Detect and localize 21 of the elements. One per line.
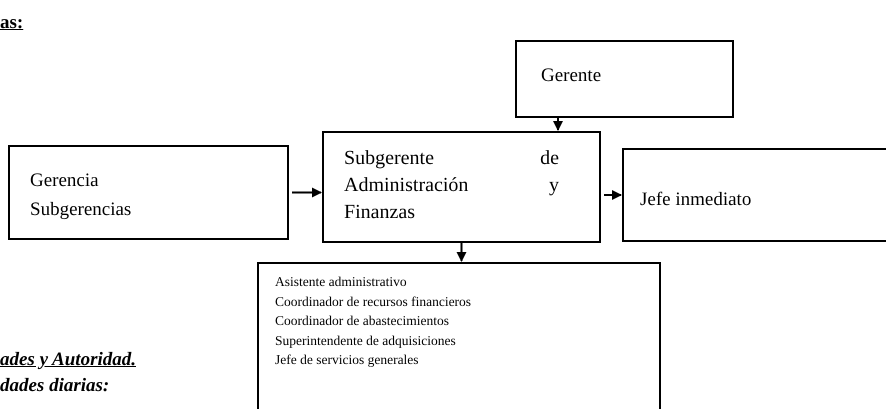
org-box bbox=[322, 131, 601, 243]
arrow bbox=[553, 118, 563, 131]
heading-fragment: dades diarias: bbox=[0, 374, 110, 398]
heading-fragment: ades y Autoridad. bbox=[0, 348, 136, 372]
box-text: Subgerente de Administración y Finanzas bbox=[344, 146, 559, 225]
arrow bbox=[604, 190, 622, 200]
box-text: Coordinador de recursos financieros bbox=[275, 292, 472, 310]
box-text: Jefe de servicios generales bbox=[275, 351, 420, 369]
org-box bbox=[257, 262, 661, 409]
heading-fragment: as: bbox=[0, 11, 24, 35]
org-box bbox=[8, 145, 289, 240]
box-text: Gerente bbox=[541, 64, 602, 88]
box-text: Gerencia Subgerencias bbox=[30, 169, 132, 222]
arrow bbox=[456, 243, 466, 262]
org-box bbox=[515, 40, 734, 118]
box-text: Superintendente de adquisiciones bbox=[275, 332, 457, 350]
org-box bbox=[622, 148, 886, 242]
box-text: Asistente administrativo bbox=[275, 273, 408, 291]
box-text: Jefe inmediato bbox=[640, 188, 752, 212]
box-text: Coordinador de abastecimientos bbox=[275, 312, 450, 330]
arrow bbox=[292, 188, 322, 198]
